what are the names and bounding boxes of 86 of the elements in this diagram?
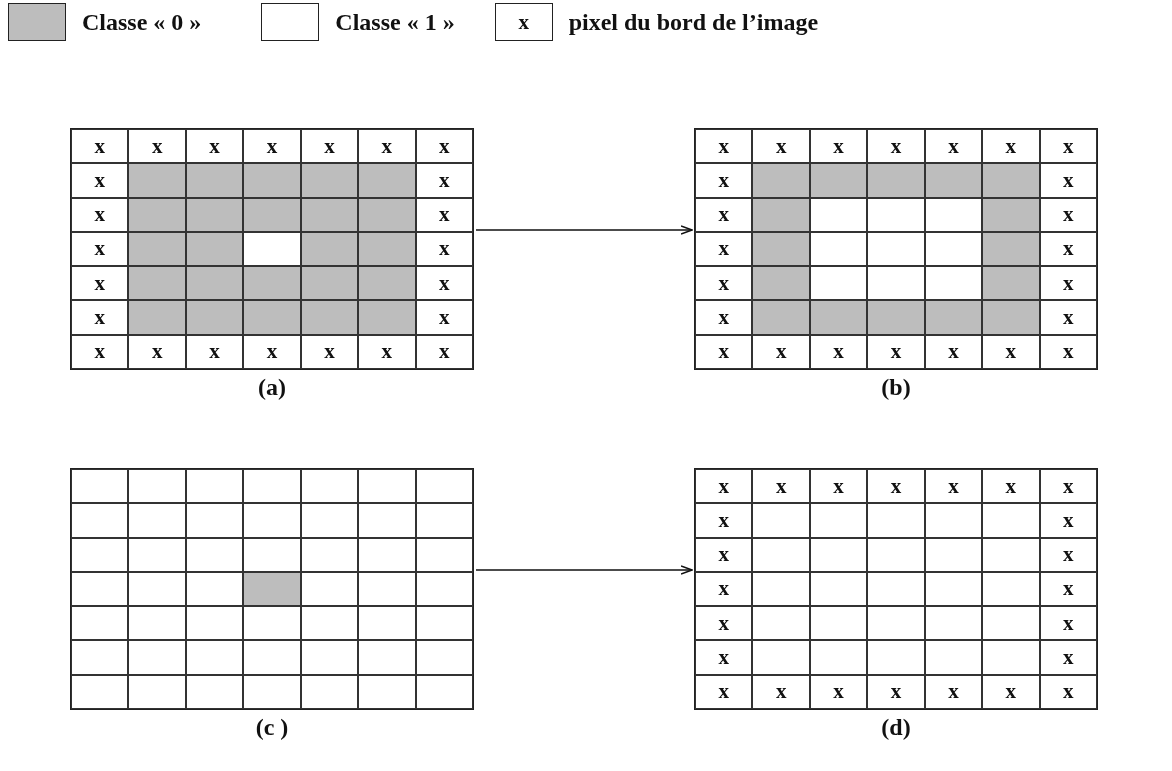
pixel-grid [70, 468, 474, 710]
border-pixel-mark: x [718, 681, 729, 703]
panel-caption: (b) [881, 374, 911, 401]
border-pixel-mark: x [1063, 544, 1074, 566]
border-pixel-mark: x [718, 475, 729, 497]
border-pixel-mark: x [1063, 647, 1074, 669]
border-pixel-mark: x [381, 135, 393, 157]
border-pixel-mark: x [718, 135, 729, 157]
border-pixel-mark: x [833, 135, 844, 157]
border-pixel-mark: x [890, 135, 902, 157]
pixel-grid [70, 128, 474, 370]
legend-text: pixel du bord de l’image [568, 8, 819, 36]
border-pixel-mark: x [151, 341, 163, 363]
border-pixel-mark: x [718, 578, 729, 600]
panel-caption: (d) [881, 714, 911, 741]
border-pixel-mark: x [439, 307, 450, 329]
border-pixel-mark: x [266, 341, 278, 363]
border-pixel-mark: x [890, 341, 902, 363]
legend-text: Classe « 0 » [82, 8, 202, 36]
border-pixel-mark: x [1063, 272, 1074, 294]
border-pixel-mark: x [94, 238, 105, 260]
border-pixel-mark: x [209, 135, 220, 157]
border-pixel-mark: x [718, 272, 729, 294]
border-pixel-mark: x [1063, 238, 1074, 260]
border-pixel-mark: x [151, 135, 163, 157]
border-pixel-mark: x [833, 475, 844, 497]
border-pixel-mark: x [1063, 169, 1074, 191]
border-pixel-mark: x [833, 681, 844, 703]
border-pixel-mark: x [324, 341, 335, 363]
panel-caption: (c ) [255, 714, 289, 741]
border-pixel-mark: x [775, 341, 787, 363]
border-pixel-mark: x [439, 238, 450, 260]
border-pixel-mark: x [1063, 204, 1074, 226]
border-pixel-mark: x [1005, 681, 1017, 703]
border-pixel-mark: x [718, 647, 729, 669]
border-pixel-mark: x [833, 341, 844, 363]
border-pixel-mark: x [718, 612, 729, 634]
arrow [475, 565, 693, 575]
border-pixel-mark: x [94, 204, 105, 226]
border-pixel-mark: x [1063, 578, 1074, 600]
border-pixel-mark: x [718, 307, 729, 329]
border-pixel-mark: x [266, 135, 278, 157]
arrow [475, 225, 693, 235]
border-pixel-mark: x [439, 135, 450, 157]
border-pixel-mark: x [1005, 475, 1017, 497]
border-pixel-mark: x [775, 475, 787, 497]
pixel-grid [694, 468, 1098, 710]
border-pixel-mark: x [1005, 341, 1017, 363]
border-pixel-mark: x [518, 11, 529, 33]
border-pixel-mark: x [775, 135, 787, 157]
border-pixel-mark: x [718, 204, 729, 226]
border-pixel-mark: x [439, 169, 450, 191]
border-pixel-mark: x [948, 475, 959, 497]
border-pixel-mark: x [1063, 612, 1074, 634]
border-pixel-mark: x [1005, 135, 1017, 157]
border-pixel-mark: x [718, 544, 729, 566]
border-pixel-mark: x [890, 475, 902, 497]
border-pixel-mark: x [718, 509, 729, 531]
border-pixel-mark: x [718, 341, 729, 363]
border-pixel-mark: x [324, 135, 335, 157]
border-pixel-mark: x [1063, 341, 1074, 363]
border-pixel-mark: x [94, 307, 105, 329]
border-pixel-mark: x [948, 681, 959, 703]
border-pixel-mark: x [1063, 509, 1074, 531]
border-pixel-mark: x [948, 341, 959, 363]
border-pixel-mark: x [94, 169, 105, 191]
border-pixel-mark: x [1063, 307, 1074, 329]
border-pixel-mark: x [948, 135, 959, 157]
border-pixel-mark: x [94, 272, 105, 294]
legend-text: Classe « 1 » [335, 8, 455, 36]
border-pixel-mark: x [209, 341, 220, 363]
border-pixel-mark: x [1063, 475, 1074, 497]
border-pixel-mark: x [381, 341, 393, 363]
border-pixel-mark: x [439, 272, 450, 294]
border-pixel-mark: x [439, 204, 450, 226]
border-pixel-mark: x [775, 681, 787, 703]
border-pixel-mark: x [1063, 681, 1074, 703]
border-pixel-mark: x [94, 135, 105, 157]
border-pixel-mark: x [439, 341, 450, 363]
pixel-grid [694, 128, 1098, 370]
border-pixel-mark: x [718, 169, 729, 191]
border-pixel-mark: x [890, 681, 902, 703]
border-pixel-mark: x [1063, 135, 1074, 157]
panel-caption: (a) [258, 374, 286, 401]
border-pixel-mark: x [94, 341, 105, 363]
border-pixel-mark: x [718, 238, 729, 260]
